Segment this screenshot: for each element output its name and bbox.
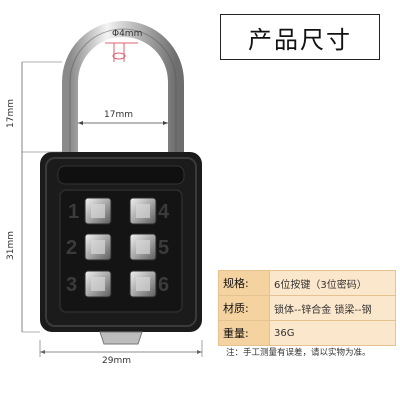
key-number-3: 3 xyxy=(66,274,77,296)
spec-row-weight: 重量: 36G xyxy=(218,320,396,346)
spec-label: 规格: xyxy=(218,270,270,296)
key-number-4: 4 xyxy=(158,201,170,223)
body-height-label: 31mm xyxy=(6,231,16,260)
key-number-6: 6 xyxy=(158,274,169,296)
spec-label: 材质: xyxy=(218,295,270,321)
key-number-5: 5 xyxy=(158,237,169,259)
key-number-1: 1 xyxy=(68,201,79,223)
spec-value: 36G xyxy=(269,320,396,346)
key-number-2: 2 xyxy=(66,237,77,259)
spec-value: 锁体--锌合金 锁梁--钢 xyxy=(269,295,396,321)
shackle-height-label: 17mm xyxy=(6,99,16,128)
shackle-diameter-label: Φ4mm xyxy=(112,29,143,39)
shackle xyxy=(62,21,184,160)
shackle-width-label: 17mm xyxy=(104,110,133,120)
spec-row-material: 材质: 锁体--锌合金 锁梁--钢 xyxy=(218,295,396,321)
spec-table: 规格: 6位按键（3位密码） 材质: 锁体--锌合金 锁梁--钢 重量: 36G xyxy=(218,270,396,346)
measurement-note: 注：手工测量有误差，请以实物为准。 xyxy=(226,348,371,358)
spec-label: 重量: xyxy=(218,320,270,346)
spec-row-size: 规格: 6位按键（3位密码） xyxy=(218,270,396,296)
reset-dial xyxy=(99,331,143,345)
spec-value: 6位按键（3位密码） xyxy=(269,270,396,296)
body-width-label: 29mm xyxy=(102,356,131,366)
product-size-title: 产品尺寸 xyxy=(220,14,380,60)
